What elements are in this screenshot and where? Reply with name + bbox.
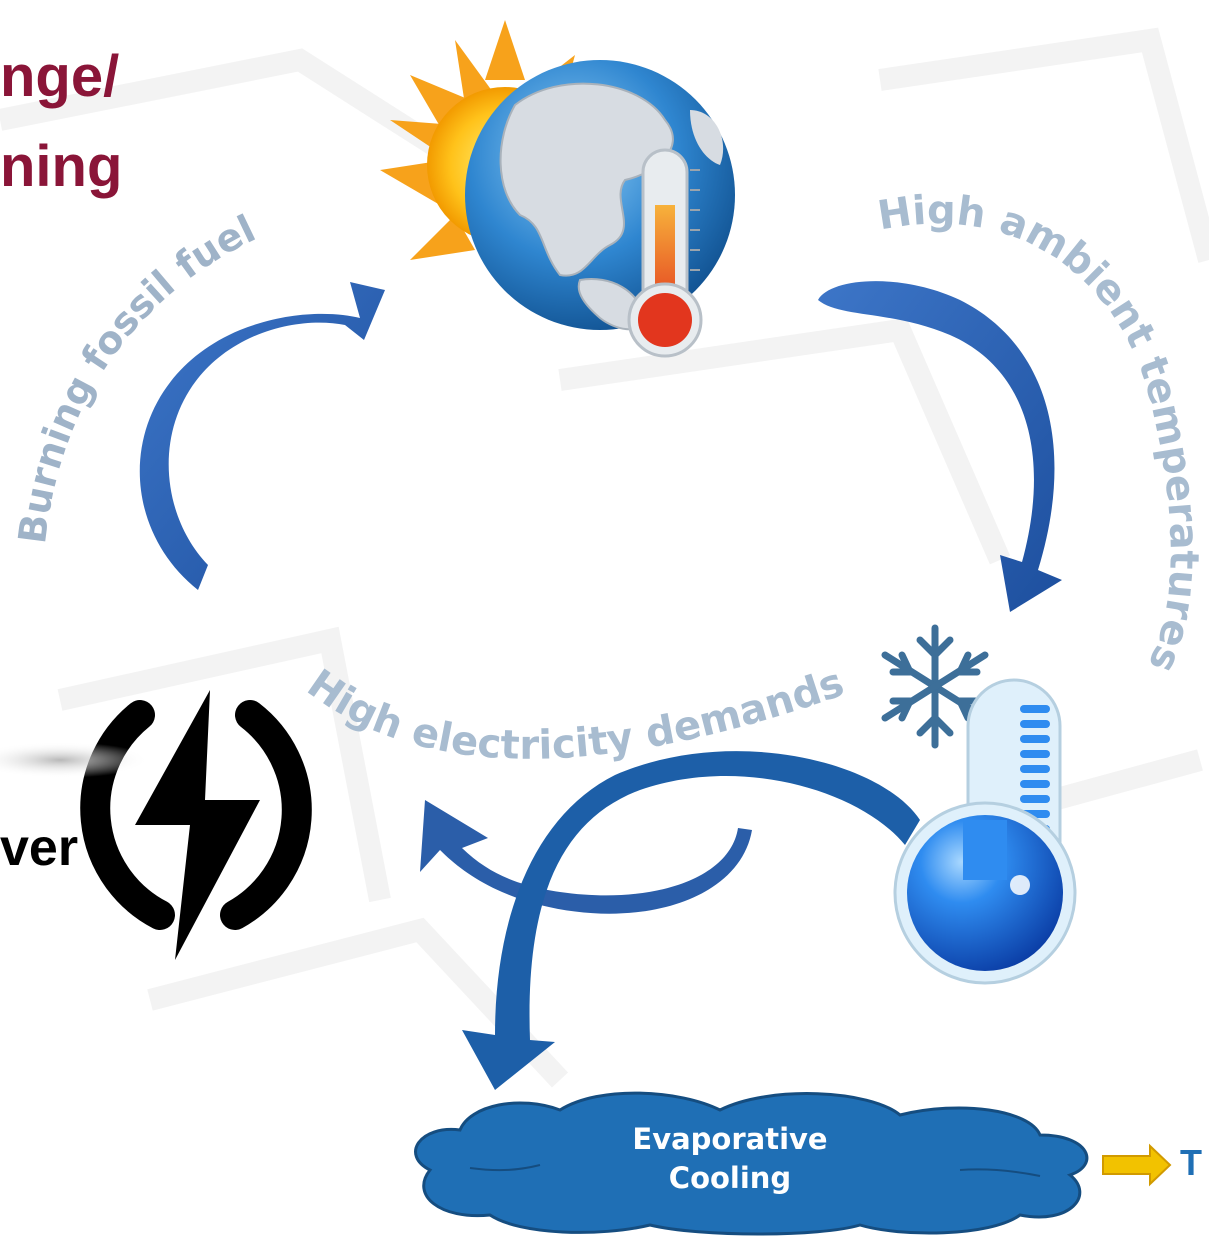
power-bolt-icon [80,690,312,960]
power-label: ver [0,819,79,877]
cloud-icon [414,1091,1089,1236]
warm-thermometer-icon [627,148,703,358]
title-line-2: ning [0,134,123,199]
small-arrow-icon [1102,1143,1172,1187]
cloud-label: Evaporative Cooling [590,1120,870,1198]
snowflake-icon [881,624,989,749]
arrow-to-evaporative-cooling [462,751,920,1090]
arrow-high-ambient-temperatures [818,281,1062,612]
cloud-label-line-2: Cooling [668,1161,792,1196]
tail-label: T [1180,1142,1202,1183]
cloud-label-line-1: Evaporative [632,1122,828,1156]
cold-thermometer-icon [893,678,1077,985]
arrow-burning-fossil-fuels [139,282,385,590]
power-label-shadow [0,742,150,778]
earth-globe-icon [465,60,735,331]
arrow-to-power [420,800,752,914]
title-line-1: nge/ [0,44,120,109]
arc-label-electricity: High electricity demands [299,660,850,769]
